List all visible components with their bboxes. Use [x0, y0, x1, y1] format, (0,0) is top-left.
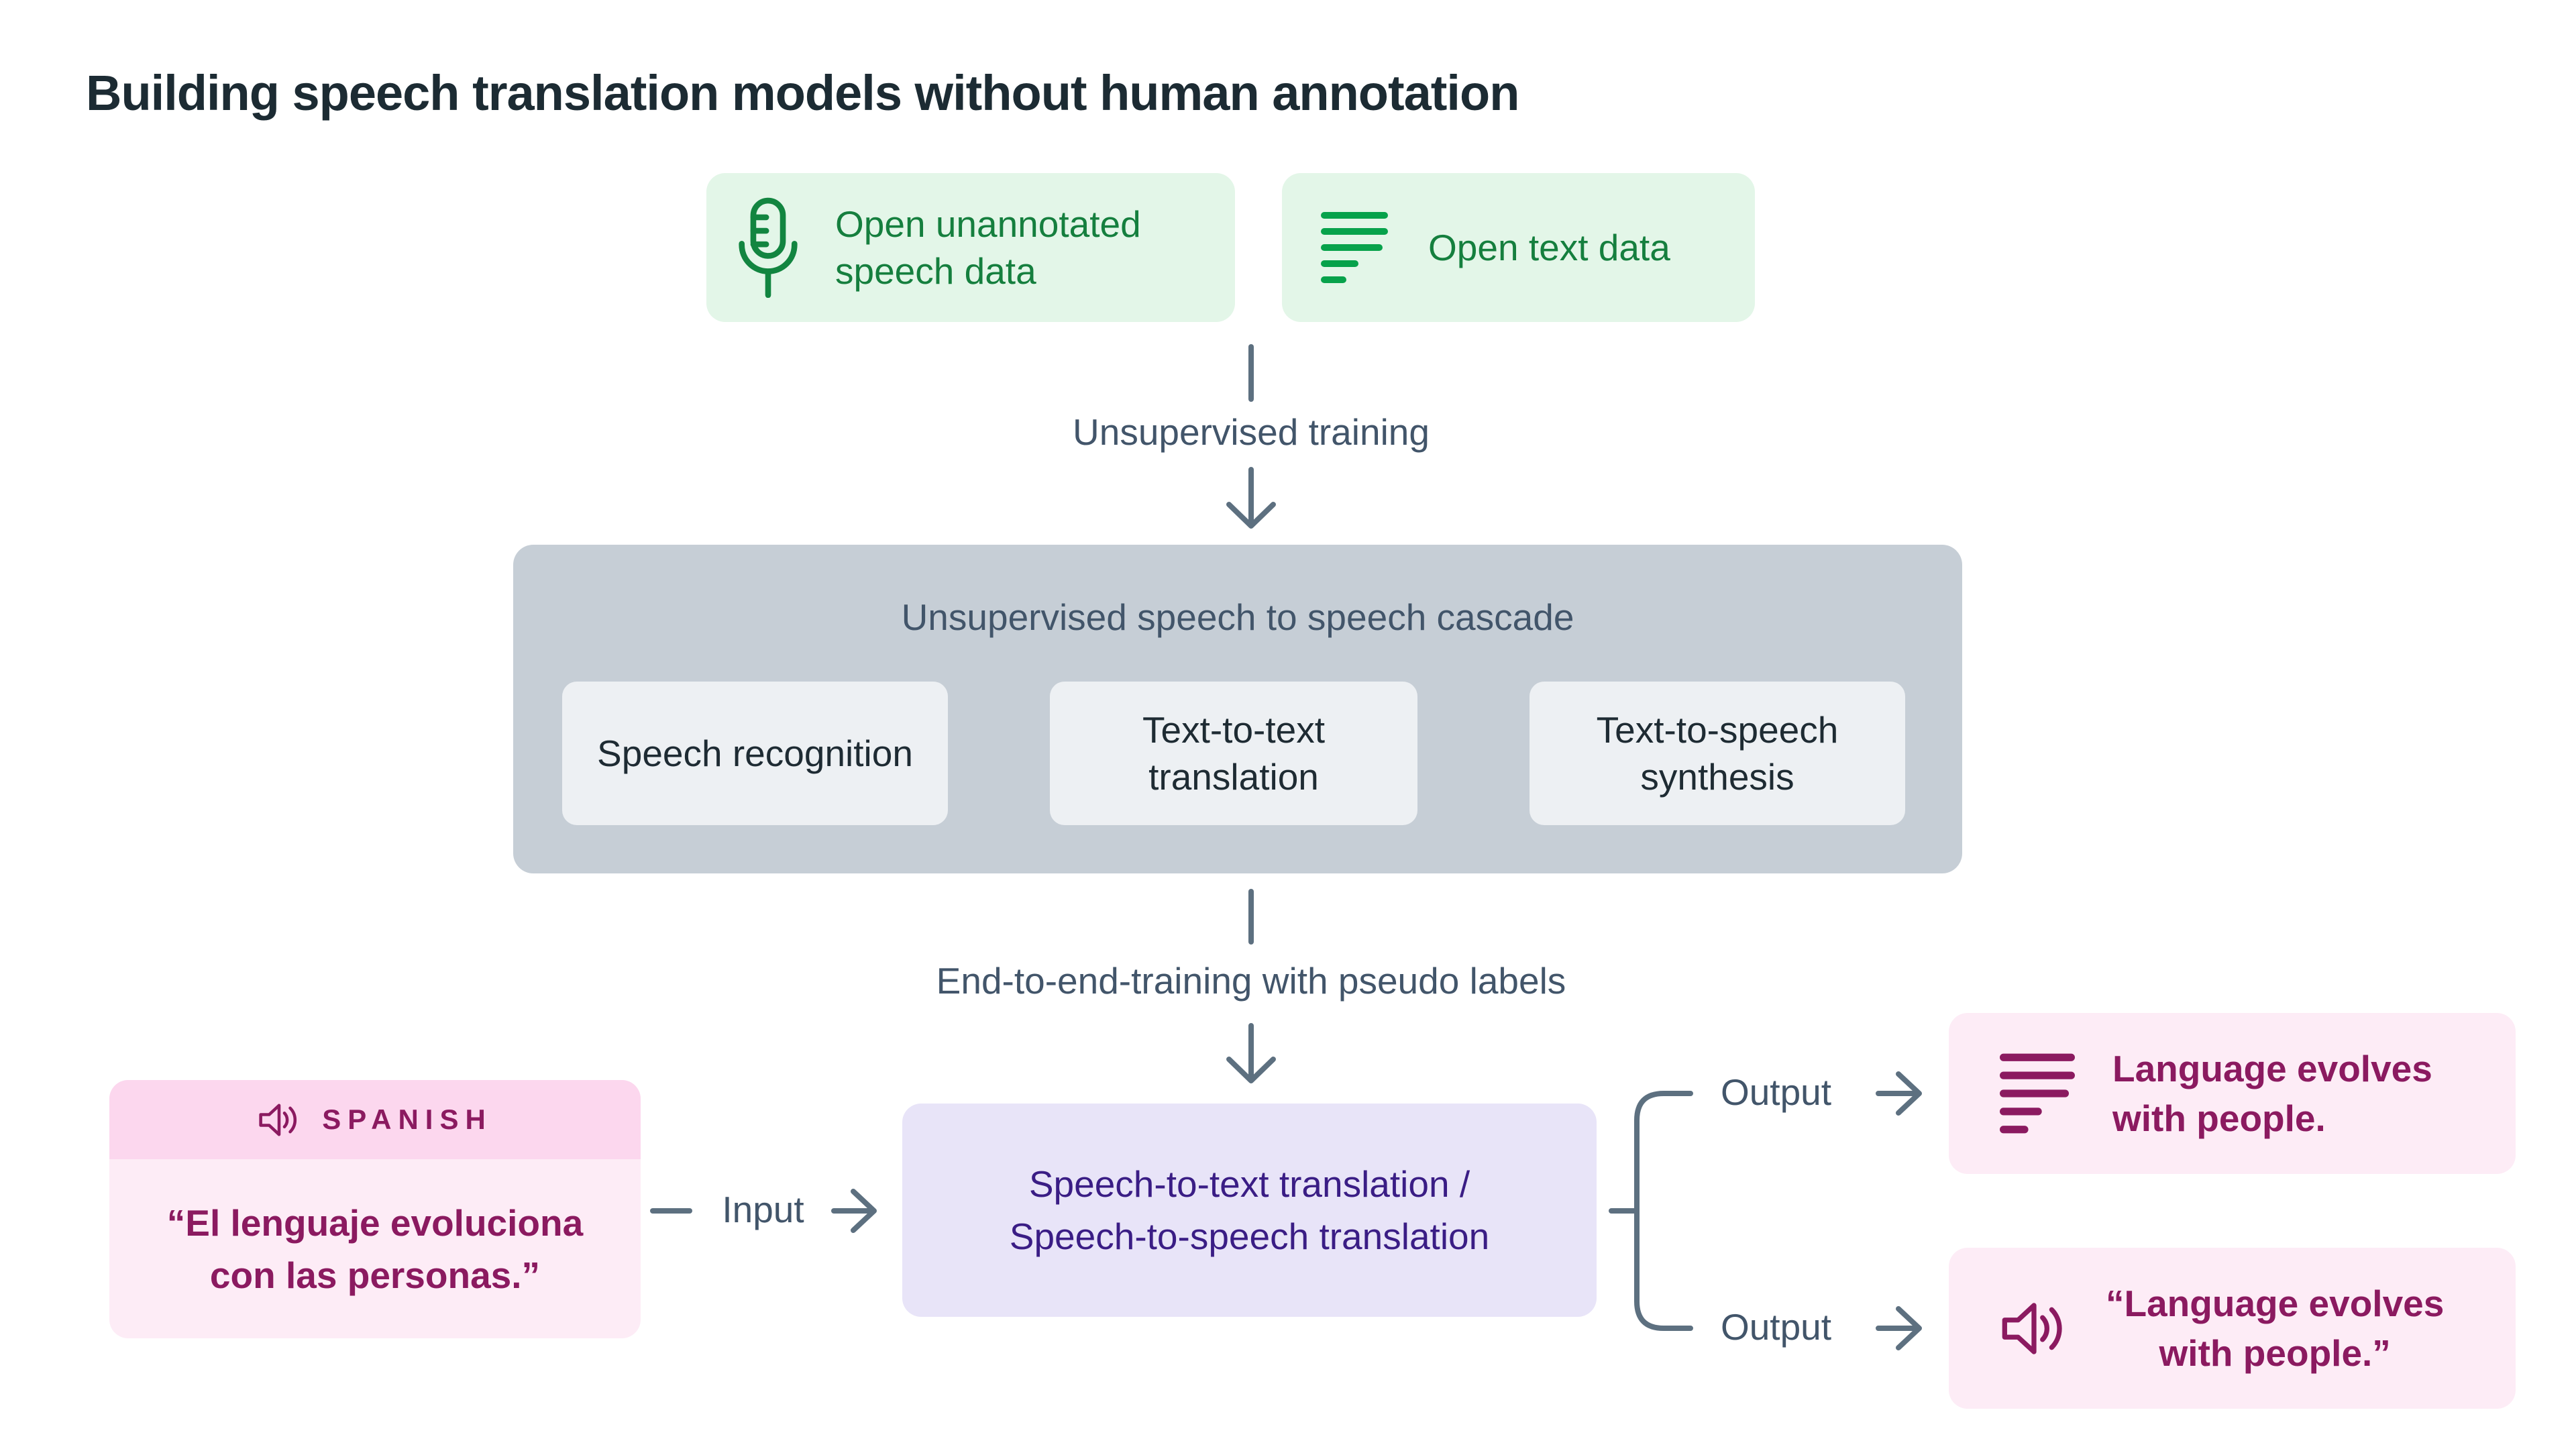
cascade-title: Unsupervised speech to speech cascade — [901, 596, 1574, 638]
page-title: Building speech translation models witho… — [86, 65, 1519, 121]
text-output-text: Language evolves with people. — [2112, 1048, 2432, 1139]
output-label-top: Output — [1720, 1071, 1832, 1113]
arrow-down-unsupervised — [1226, 467, 1276, 529]
translation-model-box: Speech-to-text translation / Speech-to-s… — [902, 1104, 1597, 1317]
language-label: SPANISH — [322, 1104, 492, 1135]
arrow-down-e2e — [1226, 1023, 1276, 1083]
output-label-bottom: Output — [1720, 1306, 1832, 1348]
stage-text-to-speech-synthesis: Text-to-speech synthesis — [1529, 682, 1905, 825]
open-text-data-label: Open text data — [1428, 227, 1670, 268]
speaker-icon — [259, 1104, 297, 1136]
input-label: Input — [722, 1189, 804, 1230]
e2e-training-label: End-to-end-training with pseudo labels — [936, 960, 1566, 1002]
stage-text-to-text-translation: Text-to-text translation — [1050, 682, 1417, 825]
spanish-card-header: SPANISH — [109, 1080, 641, 1159]
output-arrow-top — [1876, 1071, 1922, 1116]
text-output-box: Language evolves with people. — [1949, 1013, 2516, 1174]
open-text-data-box: Open text data — [1282, 173, 1755, 322]
unsupervised-training-label: Unsupervised training — [1073, 411, 1430, 453]
stage-speech-recognition: Speech recognition — [562, 682, 948, 825]
cascade-box: Unsupervised speech to speech cascade Sp… — [513, 545, 1962, 873]
output-branch-bracket — [1609, 1091, 1693, 1331]
speaker-icon — [2002, 1302, 2062, 1354]
speech-output-text: “Language evolves with people.” — [2106, 1283, 2445, 1374]
text-lines-icon — [1321, 212, 1388, 283]
text-lines-icon — [2000, 1053, 2075, 1134]
input-arrow — [831, 1189, 877, 1233]
spanish-input-card: SPANISH “El lenguaje evoluciona con las … — [109, 1080, 641, 1338]
microphone-icon — [739, 197, 798, 298]
speech-output-box: “Language evolves with people.” — [1949, 1248, 2516, 1409]
open-speech-data-box: Open unannotated speech data — [706, 173, 1235, 322]
open-speech-data-label: Open unannotated speech data — [835, 203, 1141, 292]
spanish-quote: “El lenguaje evoluciona con las personas… — [166, 1201, 584, 1296]
output-arrow-bottom — [1876, 1306, 1922, 1350]
